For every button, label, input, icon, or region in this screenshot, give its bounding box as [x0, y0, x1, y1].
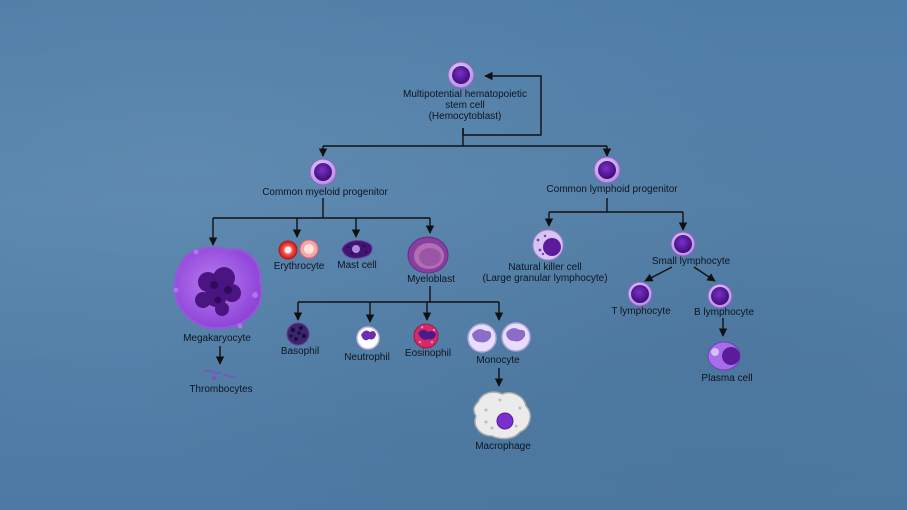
- basophil-label: Basophil: [280, 346, 320, 357]
- neutrophil-label: Neutrophil: [344, 352, 390, 363]
- stem-cell-label-line2: stem cell: [445, 100, 485, 111]
- plasma-cell-icon: [707, 341, 741, 371]
- b-lymphocyte-icon: [707, 283, 733, 309]
- t-lymphocyte-label: T lymphocyte: [611, 306, 671, 317]
- macrophage-icon: [473, 391, 531, 440]
- common-myeloid-progenitor-icon: [309, 158, 337, 186]
- erythrocyte-label: Erythrocyte: [273, 261, 325, 272]
- monocyte-icon: [467, 322, 531, 353]
- natural-killer-cell-label: Natural killer cell (Large granular lymp…: [482, 262, 607, 284]
- eosinophil-label: Eosinophil: [404, 348, 452, 359]
- natural-killer-cell-label-line2: (Large granular lymphocyte): [482, 273, 608, 284]
- plasma-cell-label: Plasma cell: [701, 373, 753, 384]
- small-lymphocyte-icon: [670, 231, 696, 257]
- mast-cell-icon: [341, 240, 373, 259]
- basophil-icon: [286, 322, 310, 346]
- myeloblast-icon: [407, 236, 449, 274]
- thrombocytes-label: Thrombocytes: [189, 384, 253, 395]
- megakaryocyte-icon: [173, 246, 263, 330]
- erythrocyte-icon: [278, 239, 319, 260]
- b-lymphocyte-label: B lymphocyte: [693, 307, 755, 318]
- stem-cell-label-line3: (Hemocytoblast): [428, 111, 502, 122]
- stem-cell-label: Multipotential hematopoietic stem cell (…: [403, 89, 527, 122]
- common-lymphoid-progenitor-label: Common lymphoid progenitor: [546, 184, 678, 195]
- connector-lines: [208, 71, 728, 387]
- myeloblast-label: Myeloblast: [407, 274, 455, 285]
- eosinophil-icon: [413, 323, 439, 349]
- macrophage-label: Macrophage: [475, 441, 531, 452]
- common-lymphoid-progenitor-icon: [593, 156, 621, 184]
- stem-cell-icon: [447, 61, 475, 89]
- neutrophil-icon: [356, 326, 380, 350]
- natural-killer-cell-label-line1: Natural killer cell: [508, 262, 582, 273]
- megakaryocyte-label: Megakaryocyte: [183, 333, 251, 344]
- mast-cell-label: Mast cell: [337, 260, 377, 271]
- t-lymphocyte-icon: [627, 281, 653, 307]
- natural-killer-cell-icon: [532, 229, 564, 261]
- thrombocytes-icon: [204, 369, 236, 381]
- common-myeloid-progenitor-label: Common myeloid progenitor: [262, 187, 388, 198]
- stem-cell-label-line1: Multipotential hematopoietic: [403, 89, 527, 100]
- monocyte-label: Monocyte: [476, 355, 520, 366]
- small-lymphocyte-label: Small lymphocyte: [651, 256, 731, 267]
